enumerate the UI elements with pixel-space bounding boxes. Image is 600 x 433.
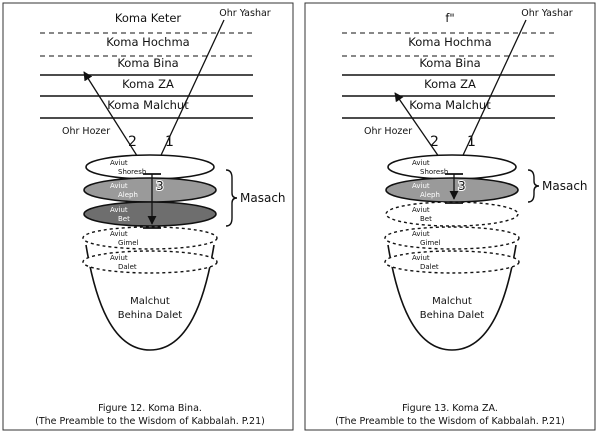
aviut-word: Aviut [412, 254, 430, 262]
masach-brace [225, 169, 238, 227]
ohr-yashar-label: Ohr Yashar [219, 8, 271, 19]
masach-label: Masach [542, 179, 588, 193]
level-label: Koma Malchut [107, 98, 189, 112]
aviut-name: Bet [420, 215, 432, 223]
caption-title: Figure 13. Koma ZA. [402, 403, 498, 414]
ray-number: 3 [156, 179, 164, 193]
aviut-name: Dalet [118, 263, 137, 271]
ohr-yashar-ray [155, 19, 225, 167]
ray-number: 1 [165, 134, 174, 150]
ray-number: 2 [128, 134, 137, 150]
aviut-word: Aviut [110, 254, 128, 262]
vessel-outline [85, 244, 215, 351]
ohr-yashar-label: Ohr Yashar [521, 8, 573, 19]
panel-border [2, 2, 294, 431]
aviut-word: Aviut [412, 159, 430, 167]
ray-number: 2 [430, 134, 439, 150]
aviut-layer-aleph [385, 177, 519, 203]
aviut-word: Aviut [412, 182, 430, 190]
aviut-word: Aviut [110, 182, 128, 190]
aviut-name: Aleph [420, 191, 440, 199]
level-label: Koma ZA [424, 77, 476, 91]
ohr-hozer-label: Ohr Hozer [364, 126, 412, 137]
masach-label: Masach [240, 191, 286, 205]
aviut-layer-gimel [384, 226, 520, 250]
aviut-name: Shoresh [420, 168, 448, 176]
level-label: Koma Malchut [409, 98, 491, 112]
aviut-word: Aviut [110, 230, 128, 238]
vessel-label: Malchut [432, 296, 472, 307]
aviut-word: Aviut [412, 206, 430, 214]
vessel-outline [387, 244, 517, 351]
aviut-layer-shoresh [387, 154, 517, 180]
level-label: Koma Hochma [106, 35, 189, 49]
aviut-layer-bet [385, 201, 519, 227]
aviut-layer-shoresh [85, 154, 215, 180]
ray-number: 3 [458, 179, 466, 193]
ohr-hozer-label: Ohr Hozer [62, 126, 110, 137]
aviut-name: Dalet [420, 263, 439, 271]
ohr-hozer-ray [83, 71, 147, 171]
caption-title: Figure 12. Koma Bina. [98, 403, 202, 414]
ohr-yashar-ray [457, 19, 527, 167]
aviut-name: Aleph [118, 191, 138, 199]
panel-border [304, 2, 596, 431]
vessel-label: Behina Dalet [118, 310, 183, 321]
aviut-layer-dalet [82, 250, 218, 274]
level-label: Koma Hochma [408, 35, 491, 49]
level-label: f" [445, 11, 454, 25]
caption-source: (The Preamble to the Wisdom of Kabbalah.… [35, 416, 265, 427]
level-label: Koma ZA [122, 77, 174, 91]
aviut-word: Aviut [110, 206, 128, 214]
masach-brace [527, 169, 540, 203]
aviut-layer-dalet [384, 250, 520, 274]
aviut-layer-bet [83, 201, 217, 227]
level-label: Koma Bina [419, 56, 480, 70]
vessel-label: Malchut [130, 296, 170, 307]
vessel-label: Behina Dalet [420, 310, 485, 321]
aviut-word: Aviut [412, 230, 430, 238]
aviut-name: Gimel [420, 239, 440, 247]
aviut-name: Gimel [118, 239, 138, 247]
level-label: Koma Keter [115, 11, 182, 25]
aviut-name: Shoresh [118, 168, 146, 176]
level-label: Koma Bina [117, 56, 178, 70]
aviut-name: Bet [118, 215, 130, 223]
caption-left: Figure 12. Koma Bina. (The Preamble to t… [5, 402, 295, 428]
caption-right: Figure 13. Koma ZA. (The Preamble to the… [305, 402, 595, 428]
caption-source: (The Preamble to the Wisdom of Kabbalah.… [335, 416, 565, 427]
aviut-layer-aleph [83, 177, 217, 203]
ray-number: 1 [467, 134, 476, 150]
aviut-word: Aviut [110, 159, 128, 167]
aviut-layer-gimel [82, 226, 218, 250]
